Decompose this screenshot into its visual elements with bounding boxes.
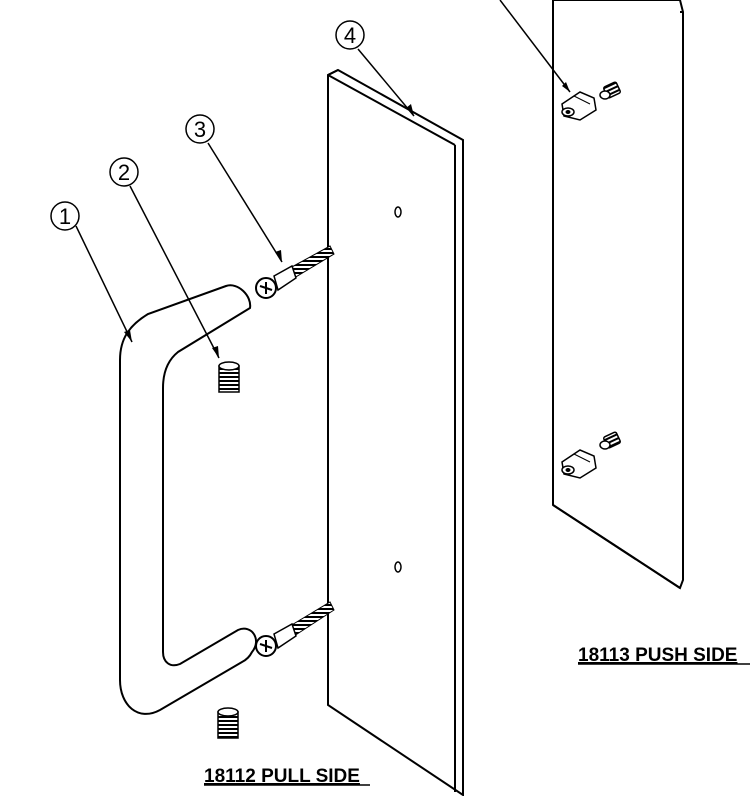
mounting-screw-upper <box>255 245 335 299</box>
callout-number-3: 3 <box>194 117 206 142</box>
mounting-screw-lower <box>255 601 335 657</box>
push-set-screw-upper <box>599 81 621 100</box>
callout-3: 3 <box>185 114 283 263</box>
caption-pull-side: 18112 PULL SIDE <box>204 766 360 787</box>
callout-4: 4 <box>335 20 415 117</box>
push-set-screw-lower <box>599 431 621 450</box>
callout-number-2: 2 <box>118 160 130 185</box>
caption-push-side: 18113 PUSH SIDE <box>578 645 737 666</box>
push-plate <box>552 0 684 590</box>
pull-handle <box>119 284 257 715</box>
plate-hole-lower <box>394 561 402 573</box>
set-screw-upper <box>218 361 240 393</box>
callout-1: 1 <box>50 201 133 343</box>
push-standoff-lower <box>561 449 597 479</box>
pull-plate <box>327 68 464 797</box>
push-standoff-upper <box>561 91 597 121</box>
plate-hole-upper <box>394 206 402 218</box>
leader-arrowhead <box>562 82 570 92</box>
callout-2: 2 <box>109 157 220 359</box>
leader-push-standoff <box>499 0 571 93</box>
callout-number-4: 4 <box>344 23 356 48</box>
set-screw-lower <box>217 707 239 739</box>
callout-number-1: 1 <box>59 204 71 229</box>
